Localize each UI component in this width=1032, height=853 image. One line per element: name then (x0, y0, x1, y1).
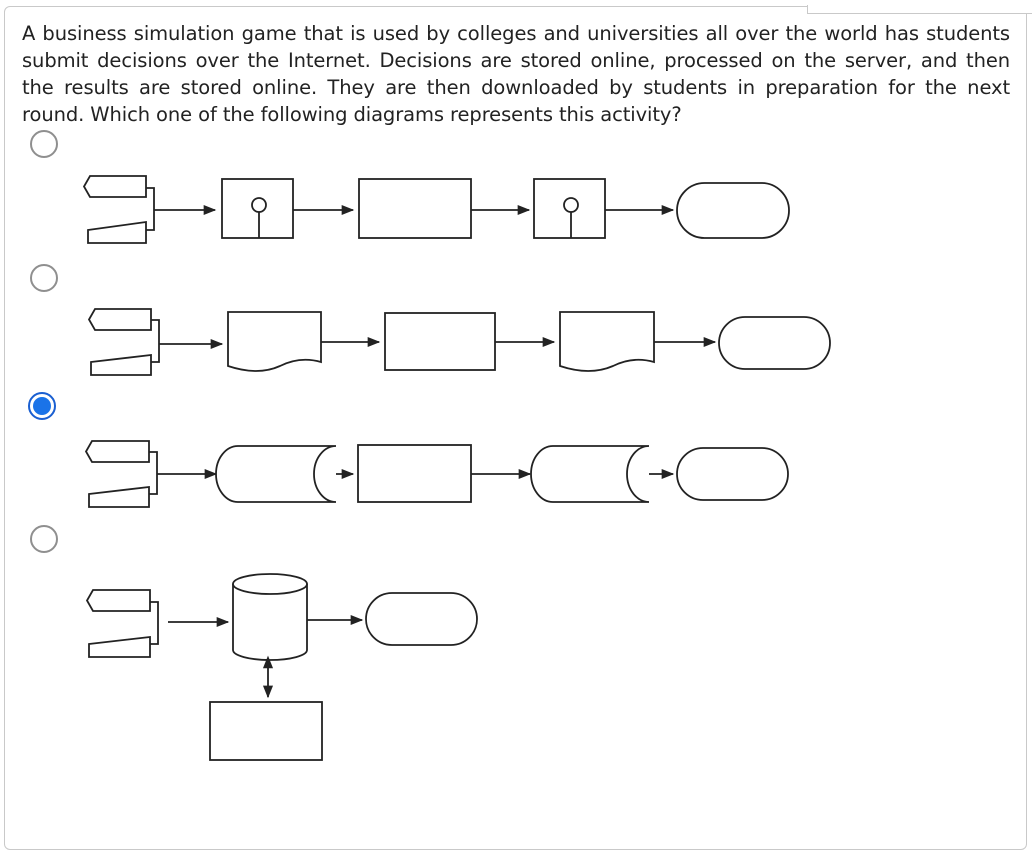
document-shape (559, 311, 655, 372)
database-cylinder (232, 573, 308, 661)
option-1-diagram (82, 175, 790, 244)
key-process-box (533, 178, 606, 239)
stored-data-shape (530, 445, 650, 503)
document-shape (227, 311, 322, 372)
process-box (357, 444, 472, 503)
option-2-diagram (87, 308, 831, 376)
terminal-shape (718, 316, 831, 370)
option-1-radio[interactable] (30, 130, 58, 158)
process-box (384, 312, 496, 371)
question-panel (4, 5, 1032, 850)
stored-data-shape (215, 445, 337, 503)
option-4-diagram (85, 573, 478, 761)
top-tab-edge (807, 5, 1032, 14)
online-input-icon (85, 589, 159, 658)
terminal-shape (676, 182, 790, 239)
online-input-icon (87, 308, 160, 376)
option-3-diagram (84, 440, 789, 508)
option-4-radio[interactable] (30, 525, 58, 553)
process-box (209, 701, 323, 761)
key-process-box (221, 178, 294, 239)
process-box (358, 178, 472, 239)
terminal-shape (365, 592, 478, 646)
question-text: A business simulation game that is used … (22, 22, 1010, 126)
option-2-radio[interactable] (30, 264, 58, 292)
online-input-icon (84, 440, 158, 508)
terminal-shape (676, 447, 789, 501)
option-3-radio[interactable] (28, 392, 56, 420)
online-input-icon (82, 175, 155, 244)
